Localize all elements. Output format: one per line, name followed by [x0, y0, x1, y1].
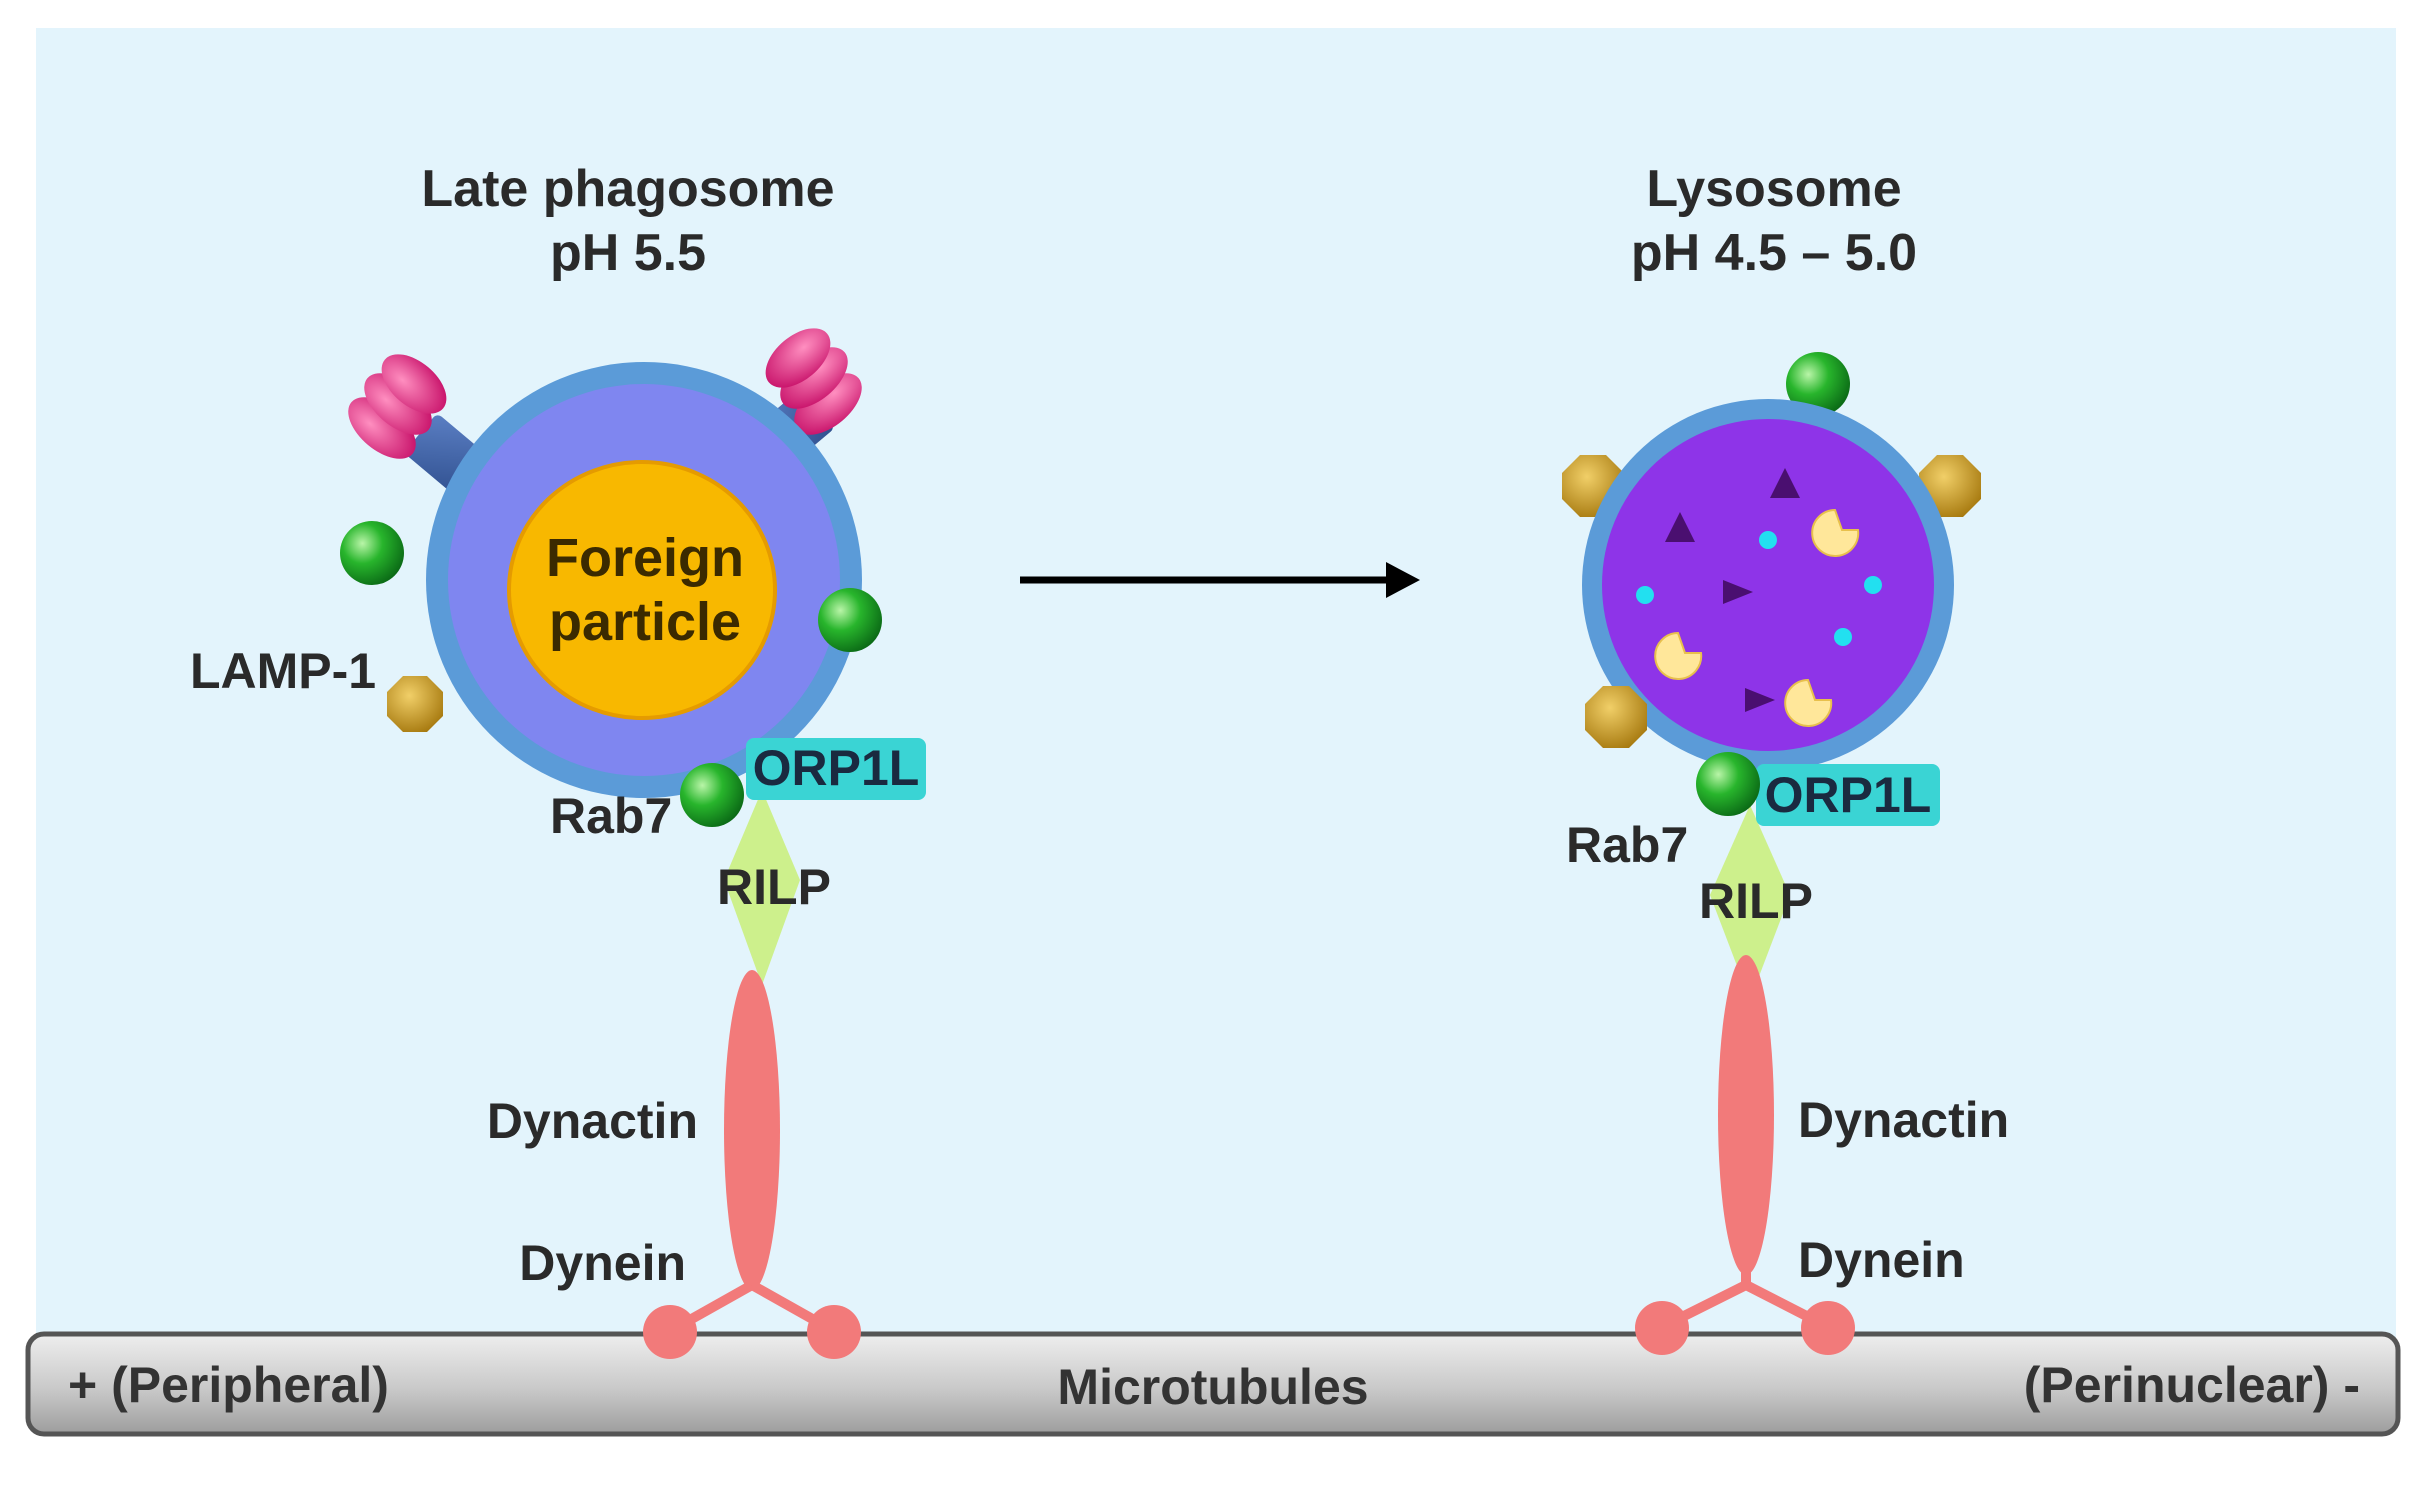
- dynein-label: Dynein: [1798, 1232, 1965, 1288]
- rab7-sphere-icon: [1786, 352, 1850, 416]
- lysosome-group: Lysosome pH 4.5 – 5.0: [1562, 160, 2009, 1355]
- foreign-particle-label-line1: Foreign: [546, 528, 744, 588]
- rab7-label: Rab7: [1566, 817, 1688, 873]
- dynactin-label: Dynactin: [1798, 1092, 2009, 1148]
- lamp1-label: LAMP-1: [190, 643, 376, 699]
- rilp-label: RILP: [1699, 873, 1813, 929]
- rilp-shape: [1710, 805, 1790, 1000]
- rab7-sphere-icon: [818, 588, 882, 652]
- lysosome-cyan-dots: [1636, 531, 1882, 646]
- orp1l-box: [746, 738, 926, 800]
- microtubule-center-label: Microtubules: [1057, 1359, 1368, 1415]
- orp1l-label: ORP1L: [753, 740, 920, 796]
- lysosome-ph: pH 4.5 – 5.0: [1631, 224, 1917, 282]
- background-panel: [36, 28, 2396, 1348]
- microtubule-bar: + (Peripheral) Microtubules (Perinuclear…: [25, 1331, 2401, 1437]
- rilp-shape: [724, 790, 800, 985]
- rab7-label: Rab7: [550, 788, 672, 844]
- late-phagosome-group: Late phagosome pH 5.5 Foreign particle L…: [190, 160, 926, 1359]
- rab7-anchor-sphere-icon: [680, 763, 744, 827]
- orp1l-label: ORP1L: [1765, 767, 1932, 823]
- dynein-label: Dynein: [519, 1235, 686, 1291]
- transition-arrow-icon: [1020, 562, 1420, 598]
- lamp1-octagon-icon: [1585, 686, 1647, 748]
- lamp1-octagon-icon: [1919, 455, 1981, 517]
- microtubule-left-label: + (Peripheral): [68, 1357, 389, 1413]
- dynactin-shape: [724, 970, 780, 1290]
- microtubule-right-label: (Perinuclear) -: [2024, 1357, 2360, 1413]
- lysosome-enzyme-shapes: [1654, 508, 1860, 727]
- dynactin-label: Dynactin: [487, 1093, 698, 1149]
- lysosome-title: Lysosome: [1646, 160, 1901, 218]
- phagosome-title: Late phagosome: [421, 160, 834, 218]
- dynein-foot-right: [807, 1305, 861, 1359]
- lamp1-octagon-icon: [387, 676, 443, 732]
- foreign-particle: [507, 460, 777, 720]
- rab7-sphere-icon: [340, 521, 404, 585]
- dynein-foot-left: [643, 1305, 697, 1359]
- dynactin-shape: [1718, 955, 1774, 1275]
- foreign-particle-label-line2: particle: [549, 592, 741, 652]
- rab7-anchor-sphere-icon: [1696, 752, 1760, 816]
- phagosome-ph: pH 5.5: [550, 224, 706, 282]
- rilp-label: RILP: [717, 859, 831, 915]
- dynein-foot-right: [1801, 1301, 1855, 1355]
- dynein-foot-left: [1635, 1301, 1689, 1355]
- orp1l-box: [1756, 764, 1940, 826]
- lysosome-triangles: [1665, 468, 1800, 712]
